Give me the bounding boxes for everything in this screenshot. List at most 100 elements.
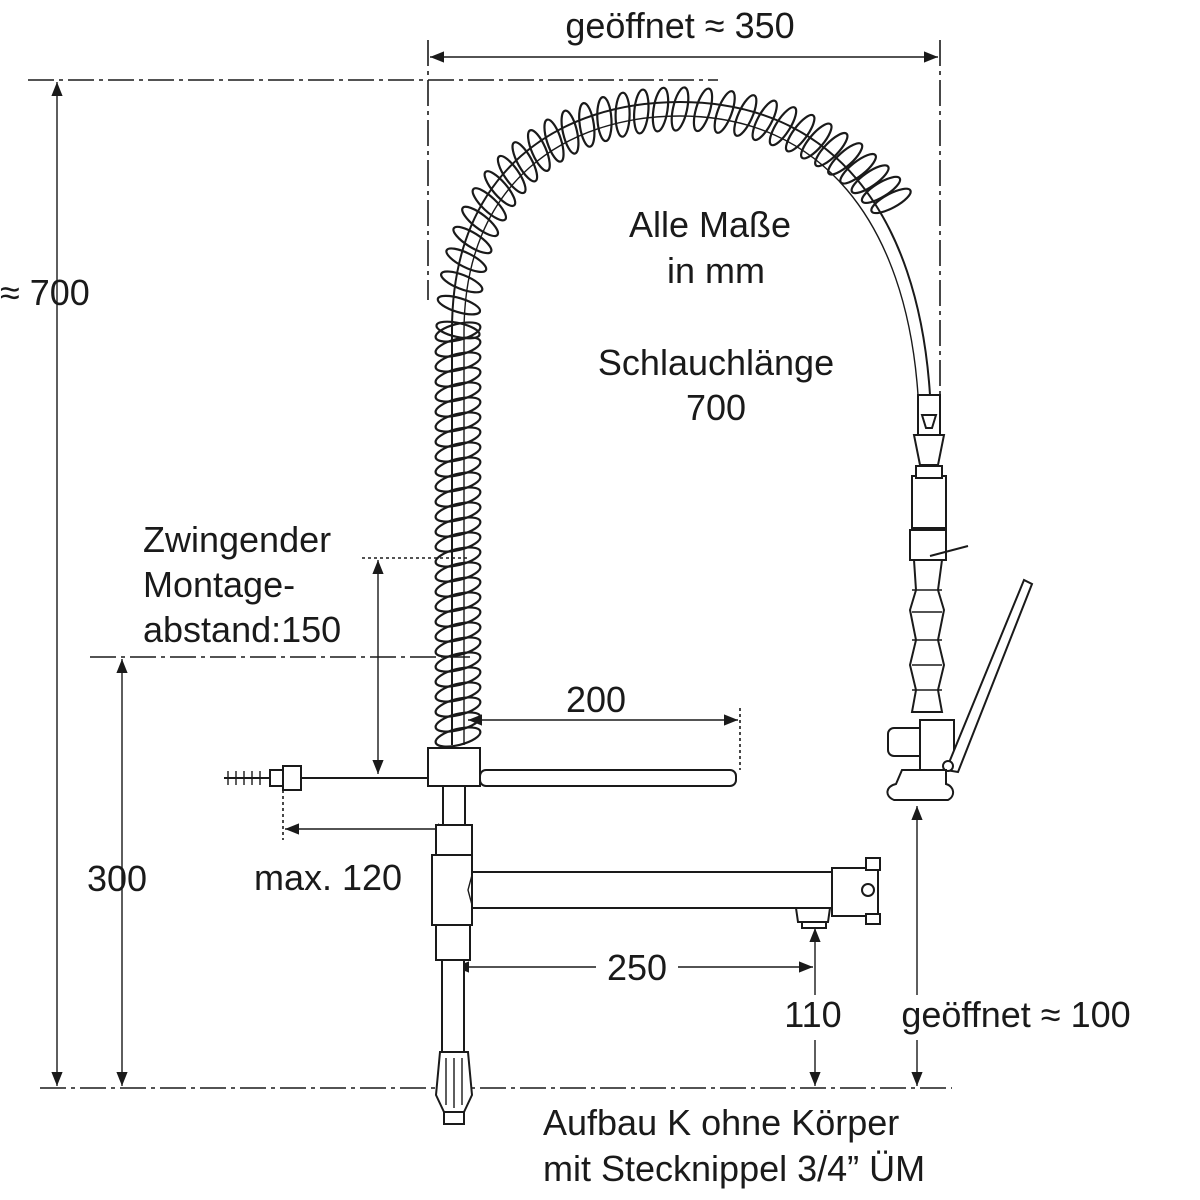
hose-arc-inner [463,115,919,745]
caption-line1: Aufbau K ohne Körper [543,1102,899,1143]
spring-coil-ring [496,154,527,195]
spring-coil-arc [435,86,912,340]
spring-coil-ring [596,96,613,143]
spring-coil-ring [526,129,551,172]
spring-coil-ring [434,426,482,448]
spring-coil-ring [434,591,482,613]
label-units-line2: in mm [667,250,765,291]
spring-coil-ring [839,152,877,185]
spring-coil-ring [434,696,482,718]
spring-coil-ring [800,122,833,160]
spout-joint-notch [467,874,473,906]
spout-head-screw [861,883,875,897]
spring-coil-ring [733,94,758,137]
label-max-depth: max. 120 [254,857,402,898]
wall-fitting [282,765,302,791]
spring-coil-ring [434,666,482,688]
spring-coil-ring [434,546,482,568]
label-mounting-line3: abstand:150 [143,609,341,650]
wall-screw [224,771,270,785]
column-block [435,824,473,856]
spring-coil-ring [434,531,482,553]
spring-coil-ring [461,205,500,238]
spring-coil-ring [784,113,816,153]
label-units-line1: Alle Maße [629,204,791,245]
spring-coil-ring [651,86,670,133]
spray-nozzle [886,769,954,801]
spring-coil-ring [543,118,565,163]
swing-arm [479,769,737,787]
spring-coil-ring [768,106,798,147]
labels: geöffnet ≈ 350 ≈ 700 Alle Maße in mm Sch… [0,5,1131,1189]
spring-coil-ring [435,320,481,340]
spring-coil-ring [434,351,482,373]
spring-coil-ring [560,109,580,155]
spring-coil-vertical [434,321,482,748]
spring-coil-ring [434,486,482,508]
label-hose-line1: Schlauchlänge [598,342,834,383]
column-joint [431,854,473,926]
spring-coil-ring [434,621,482,643]
label-spray-open: geöffnet ≈ 100 [901,994,1130,1035]
spray-connector [911,475,947,529]
spring-coil-ring [511,141,539,183]
spout-cap-top [865,857,881,871]
label-mounting-line1: Zwingender [143,519,331,560]
spring-coil-ring [483,170,517,208]
spring-coil-ring [436,294,482,316]
spring-coil-ring [434,441,482,463]
spring-coil-ring [434,366,482,388]
column-upper [442,784,466,826]
column-lower [441,959,465,1053]
spray-lever [944,578,1034,774]
label-height-300: 300 [87,858,147,899]
spring-coil-ring [445,247,488,274]
spring-coil-ring [614,91,631,138]
spring-coil-ring [870,187,912,215]
spray-coupling [912,434,946,466]
spring-coil-ring [692,87,714,133]
spring-coil-ring [434,321,482,343]
wall-fitting-nut [269,769,284,787]
label-mounting-line2: Montage- [143,564,295,605]
spring-coil-ring [434,681,482,703]
spring-coil-ring [434,576,482,598]
spout-outlet [794,907,832,923]
spring-coil-ring [578,102,596,148]
spring-coil-ring [670,86,690,132]
spring-coil-ring [434,336,482,358]
label-spout-height: 110 [784,994,841,1035]
spray-body-ring [909,529,947,561]
spout-tube [471,871,835,909]
spring-coil-ring [434,726,482,748]
spring-coil-ring [434,636,482,658]
spring-coil-ring [814,131,849,168]
spray-grip [908,559,946,713]
spring-coil-ring [452,225,493,255]
spout-cap-bottom [865,913,881,925]
spring-coil-ring [827,142,864,176]
spring-coil-ring [434,711,482,733]
spring-coil-ring [434,471,482,493]
dimension-lines [51,51,938,1086]
spring-coil-ring [434,501,482,523]
spring-coil-ring [434,411,482,433]
reference-lines [28,40,952,1089]
hose-arc [451,100,931,745]
caption-line2: mit Stecknippel 3/4” ÜM [543,1148,925,1189]
spray-lever-small [929,545,969,557]
spring-coil-ring [471,187,508,222]
label-width-open: geöffnet ≈ 350 [565,5,794,46]
spring-coil-ring [434,381,482,403]
label-spout-reach: 250 [607,947,667,988]
label-hose-line2: 700 [686,387,746,428]
spring-coil-ring [434,606,482,628]
spring-coil-ring [713,90,736,134]
spring-coil-ring [751,99,778,142]
spring-coil-ring [434,561,482,583]
spring-coil-ring [439,270,484,294]
column-lower-sleeve [435,924,471,961]
spring-coil-ring [434,516,482,538]
spring-coil-ring [434,651,482,673]
connector-tip [443,1111,465,1125]
